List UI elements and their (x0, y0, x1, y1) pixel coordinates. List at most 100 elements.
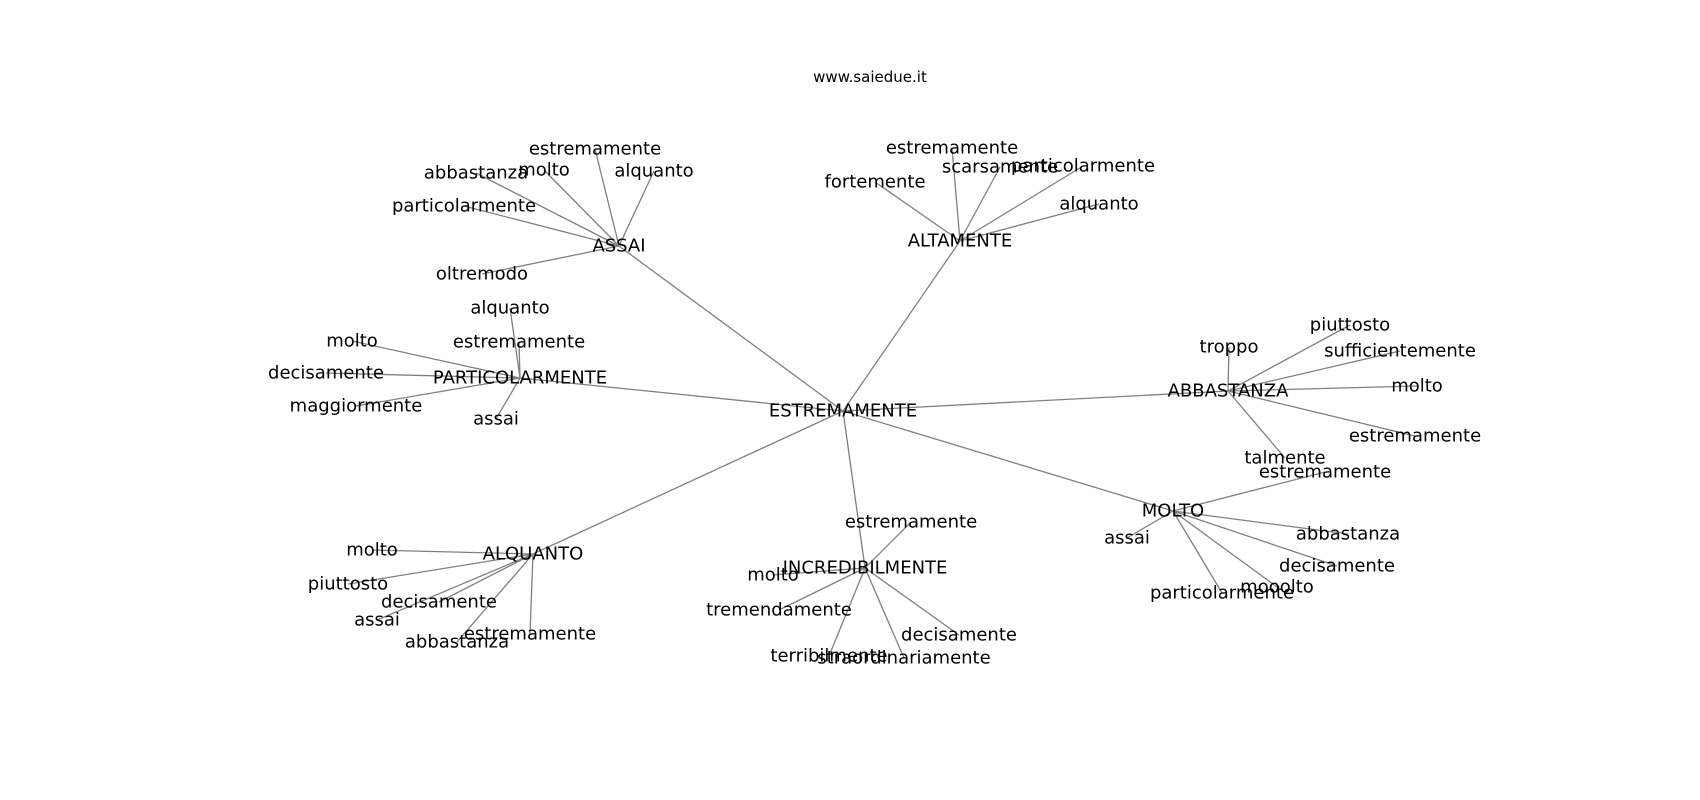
edge-hub-to-word (594, 148, 620, 247)
leaf-node: assai (1104, 528, 1150, 549)
edge-hub-to-word (772, 567, 866, 576)
edge-hub-to-word (864, 567, 905, 659)
edge-hub-to-word (1227, 390, 1286, 459)
hub-node: ALQUANTO (483, 544, 584, 565)
edge-hub-to-word (874, 181, 961, 242)
edge-hub-to-word (1172, 510, 1223, 594)
leaf-node: abbastanza (1296, 524, 1400, 545)
leaf-node: particolarmente (1150, 583, 1294, 604)
leaf-node: piuttosto (308, 574, 388, 595)
edge-hub-to-word (481, 245, 620, 275)
edge-hub-to-word (1172, 471, 1326, 512)
edge-hub-to-word (864, 521, 912, 569)
edge-hub-to-word (355, 377, 521, 407)
leaf-node: decisamente (268, 363, 384, 384)
edge-hub-to-word (864, 567, 960, 636)
hub-node: INCREDIBILMENTE (783, 558, 948, 579)
hub-node: MOLTO (1142, 501, 1204, 522)
edge-hub-to-word (1227, 385, 1418, 392)
labels-layer: ESTREMAMENTEASSAIestremamenteabbastanzam… (268, 138, 1481, 669)
edge-root-to-hub (842, 410, 866, 569)
leaf-node: alquanto (614, 161, 693, 182)
edge-hub-to-word (959, 165, 1084, 242)
leaf-node: assai (473, 409, 519, 430)
leaf-node: abbastanza (405, 632, 509, 653)
leaf-node: estremamente (1259, 462, 1391, 483)
edge-hub-to-word (325, 372, 521, 379)
edge-hub-to-word (778, 567, 866, 611)
leaf-node: mooolto (1240, 577, 1314, 598)
leaf-node: decisamente (1279, 556, 1395, 577)
edge-hub-to-word (1126, 510, 1174, 539)
leaf-node: piuttosto (1310, 315, 1390, 336)
edge-hub-to-word (959, 203, 1100, 242)
hub-node: ALTAMENTE (908, 231, 1013, 252)
leaf-node: decisamente (381, 592, 497, 613)
leaf-node: troppo (1200, 337, 1259, 358)
leaf-node: straordinariamente (817, 648, 990, 669)
hub-node: PARTICOLARMENTE (433, 368, 607, 389)
leaf-node: particolarmente (1011, 156, 1155, 177)
edge-hub-to-word (456, 553, 534, 643)
leaf-node: alquanto (1059, 194, 1138, 215)
leaf-node: particolarmente (392, 196, 536, 217)
edge-hub-to-word (463, 205, 620, 247)
edge-hub-to-word (495, 377, 521, 420)
edge-hub-to-word (529, 553, 534, 635)
edge-hub-to-word (1227, 324, 1351, 392)
edge-hub-to-word (828, 567, 866, 657)
leaf-node: abbastanza (424, 163, 528, 184)
edge-hub-to-word (959, 166, 1001, 242)
edge-hub-to-word (543, 169, 620, 247)
edge-hub-to-word (1172, 510, 1278, 588)
leaf-node: sufficientemente (1324, 341, 1476, 362)
leaf-node: molto (747, 565, 799, 586)
site-title: www.saiedue.it (813, 68, 927, 86)
leaf-node: molto (1391, 376, 1443, 397)
edge-hub-to-word (376, 553, 534, 621)
edge-root-to-hub (532, 410, 844, 555)
leaf-node: molto (518, 160, 570, 181)
leaf-node: molto (326, 331, 378, 352)
edge-hub-to-word (1172, 510, 1338, 567)
leaf-node: estremamente (529, 139, 661, 160)
edge-hub-to-word (371, 549, 534, 555)
leaf-node: estremamente (845, 512, 977, 533)
leaf-node: maggiormente (290, 396, 423, 417)
edge-hub-to-word (351, 340, 521, 379)
edge-hub-to-word (1227, 346, 1230, 392)
hub-node: ABBASTANZA (1168, 381, 1289, 402)
leaf-node: estremamente (886, 138, 1018, 159)
edge-hub-to-word (475, 172, 620, 247)
leaf-node: talmente (1244, 448, 1325, 469)
edge-hub-to-word (347, 553, 534, 585)
leaf-node: estremamente (1349, 426, 1481, 447)
edge-root-to-hub (618, 245, 844, 412)
edge-hub-to-word (518, 341, 521, 379)
leaf-node: estremamente (464, 624, 596, 645)
leaf-node: alquanto (470, 298, 549, 319)
edge-hub-to-word (618, 170, 655, 247)
leaf-node: oltremodo (436, 264, 528, 285)
edge-hub-to-word (951, 147, 961, 242)
leaf-node: tremendamente (706, 600, 852, 621)
leaf-node: molto (346, 540, 398, 561)
edge-hub-to-word (438, 553, 534, 603)
root-node: ESTREMAMENTE (769, 401, 917, 422)
leaf-node: estremamente (453, 332, 585, 353)
edge-root-to-hub (842, 390, 1229, 412)
edge-root-to-hub (842, 410, 1174, 512)
leaf-node: scarsamente (942, 157, 1058, 178)
edge-root-to-hub (519, 377, 844, 412)
edge-root-to-hub (842, 240, 961, 412)
leaf-node: fortemente (824, 172, 925, 193)
edge-hub-to-word (509, 307, 521, 379)
edges-layer (325, 147, 1418, 659)
leaf-node: assai (354, 610, 400, 631)
leaf-node: decisamente (901, 625, 1017, 646)
edge-hub-to-word (1172, 510, 1349, 535)
leaf-node: terribilmente (770, 646, 887, 667)
edge-hub-to-word (1227, 390, 1416, 437)
hub-node: ASSAI (592, 236, 645, 257)
